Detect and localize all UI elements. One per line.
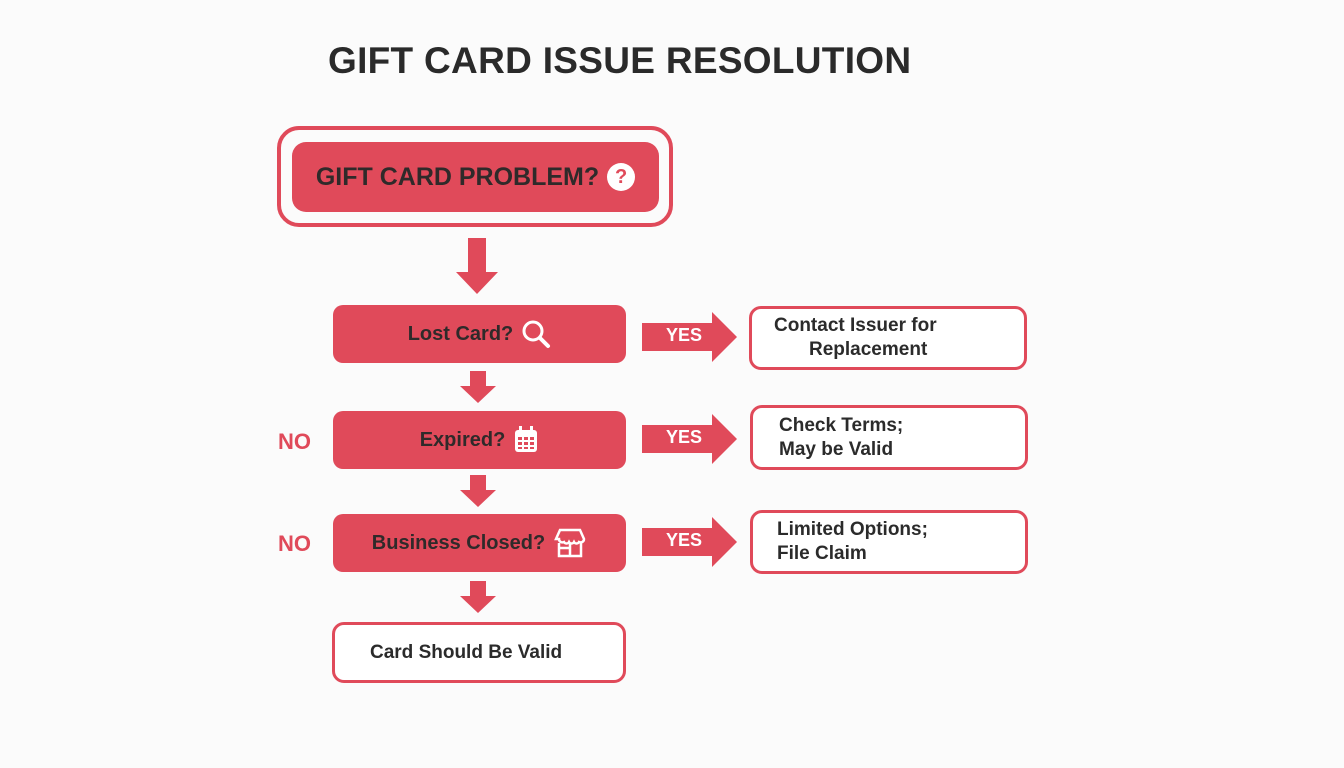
start-node-frame <box>277 126 673 227</box>
no-label: NO <box>278 531 311 556</box>
outcome-line: May be Valid <box>779 438 894 460</box>
calendar-icon <box>515 426 538 452</box>
diagram-title: GIFT CARD ISSUE RESOLUTION <box>328 40 912 81</box>
down-arrow <box>460 475 496 507</box>
yes-arrow: YES <box>642 517 738 567</box>
yes-label: YES <box>666 427 703 447</box>
magnifier-icon <box>522 320 551 348</box>
no-label: NO <box>278 429 311 454</box>
storefront-icon <box>554 528 586 558</box>
outcome-line: Limited Options; <box>777 519 928 540</box>
outcome-limited-options: Limited Options; File Claim <box>750 510 1028 574</box>
outcome-line: Contact Issuer for <box>774 315 937 336</box>
yes-arrow: YES <box>642 414 738 464</box>
question-icon: ? <box>607 163 636 191</box>
start-node-label: GIFT CARD PROBLEM? <box>315 162 600 191</box>
end-node: Card Should Be Valid <box>332 622 626 683</box>
decision-lost-card: Lost Card? <box>333 305 626 363</box>
outcome-line: File Claim <box>777 543 867 564</box>
decision-label: Lost Card? <box>407 322 514 345</box>
decision-expired: Expired? <box>333 411 626 469</box>
decision-label: Expired? <box>419 428 506 451</box>
outcome-check-terms: Check Terms; May be Valid <box>750 405 1028 470</box>
outcome-contact-issuer: Contact Issuer for Replacement <box>749 306 1027 370</box>
yes-label: YES <box>666 325 703 345</box>
yes-label: YES <box>666 530 703 550</box>
start-node: GIFT CARD PROBLEM? ? <box>292 142 659 212</box>
outcome-line: Check Terms; <box>779 414 904 436</box>
outcome-line: Replacement <box>809 339 928 360</box>
decision-label: Business Closed? <box>371 531 546 554</box>
yes-arrow: YES <box>642 312 738 362</box>
decision-business-closed: Business Closed? <box>333 514 626 572</box>
down-arrow <box>460 581 496 613</box>
down-arrow <box>460 371 496 403</box>
end-node-label: Card Should Be Valid <box>370 641 563 663</box>
down-arrow <box>456 238 498 294</box>
